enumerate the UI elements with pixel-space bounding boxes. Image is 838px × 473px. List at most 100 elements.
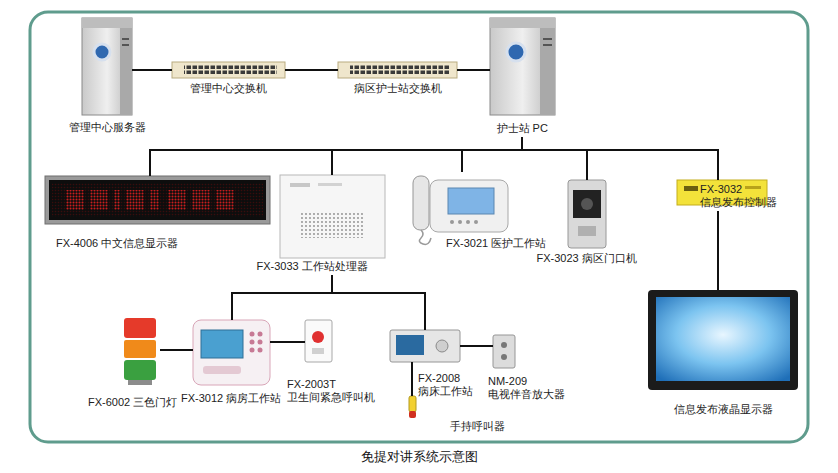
device-label: FX-3021 医护工作站 (446, 237, 546, 250)
label-box: 护士站 PC (497, 122, 548, 135)
device-label: FX-3033 工作站处理器 (257, 260, 368, 273)
cable-line (462, 137, 522, 172)
audio-amplifier (501, 354, 507, 360)
device-node: FX-3023 病区门口机 (568, 180, 606, 248)
lcd-display (656, 297, 790, 381)
three-color-lamp (124, 318, 156, 338)
door-unit (581, 198, 593, 210)
handheld-caller (409, 396, 416, 412)
device-label: 管理中心交换机 (190, 82, 267, 95)
label-box: NM-209 电视伴音放大器 (488, 375, 574, 401)
pc-tower (543, 38, 552, 40)
bed-workstation (396, 335, 424, 355)
device-node: FX-3032 信息发布控制器 (677, 180, 788, 211)
handheld-caller (409, 411, 416, 418)
three-color-lamp (124, 360, 156, 380)
led-display (52, 183, 263, 217)
switch (350, 65, 449, 75)
device-node: FX-3012 病房工作站 (193, 320, 270, 385)
device-node: NM-209 电视伴音放大器 (493, 335, 515, 368)
ward-workstation (250, 332, 255, 337)
frame (30, 12, 808, 442)
workstation-processor (290, 183, 310, 187)
device-label: FX-4006 中文信息显示器 (56, 237, 178, 250)
audio-amplifier (501, 342, 507, 348)
pc-tower (543, 44, 552, 46)
ward-workstation (258, 340, 263, 345)
frame (30, 12, 808, 442)
switch (338, 62, 457, 78)
workstation-processor (280, 175, 385, 258)
device-node: FX-4006 中文信息显示器 (45, 176, 270, 224)
switch (184, 65, 277, 75)
desk-phone (430, 180, 508, 232)
label-box: FX-2003T 卫生间紧急呼叫机 (287, 378, 379, 404)
label-box: 手持呼叫器 (450, 420, 505, 433)
ward-workstation (250, 348, 255, 353)
device-node: 信息发布液晶显示器 (648, 290, 798, 390)
server-tower (122, 44, 129, 46)
cable-line (522, 137, 587, 180)
led-display (216, 190, 234, 210)
publish-controller (745, 186, 761, 189)
server-tower (94, 44, 110, 60)
three-color-lamp (124, 340, 156, 358)
device-label: FX-3012 病房工作站 (181, 392, 281, 405)
led-display (114, 190, 120, 210)
led-display (49, 180, 266, 220)
cable-line (232, 275, 332, 320)
cable-line (132, 69, 172, 71)
device-node: 管理中心服务器 (82, 18, 132, 115)
device-node: 管理中心交换机 (172, 62, 285, 78)
door-unit (578, 226, 596, 236)
device-label: 病区护士站交换机 (354, 82, 442, 95)
device-label: FX-3023 病区门口机 (537, 252, 637, 265)
device-node: FX-2003T 卫生间紧急呼叫机 (305, 320, 332, 362)
bed-workstation (390, 330, 460, 362)
workstation-processor (318, 183, 342, 186)
publish-controller (684, 186, 698, 191)
workstation-processor (280, 175, 385, 258)
caption-box: 免提对讲系统示意图 (0, 449, 838, 465)
device-node: FX-2008 病床工作站 (390, 330, 460, 362)
pc-tower (507, 43, 525, 61)
switch (338, 62, 457, 78)
device-node: 护士站 PC (490, 18, 555, 137)
ward-workstation (250, 340, 255, 345)
cable-line (270, 341, 305, 343)
ward-workstation (203, 366, 241, 374)
ward-workstation (201, 330, 243, 358)
server-tower (122, 38, 129, 40)
switch (172, 62, 285, 78)
device-label: 管理中心服务器 (69, 121, 146, 134)
label-box: FX-3023 病区门口机 (537, 252, 637, 265)
device-node: 手持呼叫器 (405, 396, 420, 418)
door-unit (568, 180, 606, 248)
desk-phone (474, 220, 478, 224)
pc-tower (490, 18, 555, 115)
led-display (192, 190, 210, 210)
device-label: 手持呼叫器 (450, 420, 505, 433)
device-node: FX-3033 工作站处理器 (255, 175, 411, 275)
server-tower (82, 18, 132, 115)
desk-phone (466, 220, 470, 224)
device-label: 护士站 PC (497, 122, 548, 135)
label-box: FX-3012 病房工作站 (181, 392, 281, 405)
label-box: FX-2008 病床工作站 (418, 372, 482, 398)
lcd-display (648, 290, 798, 390)
server-tower (82, 18, 132, 115)
handheld-caller (409, 396, 416, 418)
led-display (45, 176, 270, 224)
device-label: FX-2003T 卫生间紧急呼叫机 (287, 378, 379, 404)
cable-line (285, 69, 338, 71)
led-display (45, 176, 270, 224)
emergency-caller (305, 320, 332, 362)
ward-workstation (193, 320, 270, 385)
device-label: FX-2008 病床工作站 (418, 372, 482, 398)
server-tower (82, 18, 132, 28)
label-box: 管理中心交换机 (190, 82, 267, 95)
led-display (168, 190, 186, 210)
cable-line (332, 137, 522, 175)
pc-tower (540, 28, 555, 115)
